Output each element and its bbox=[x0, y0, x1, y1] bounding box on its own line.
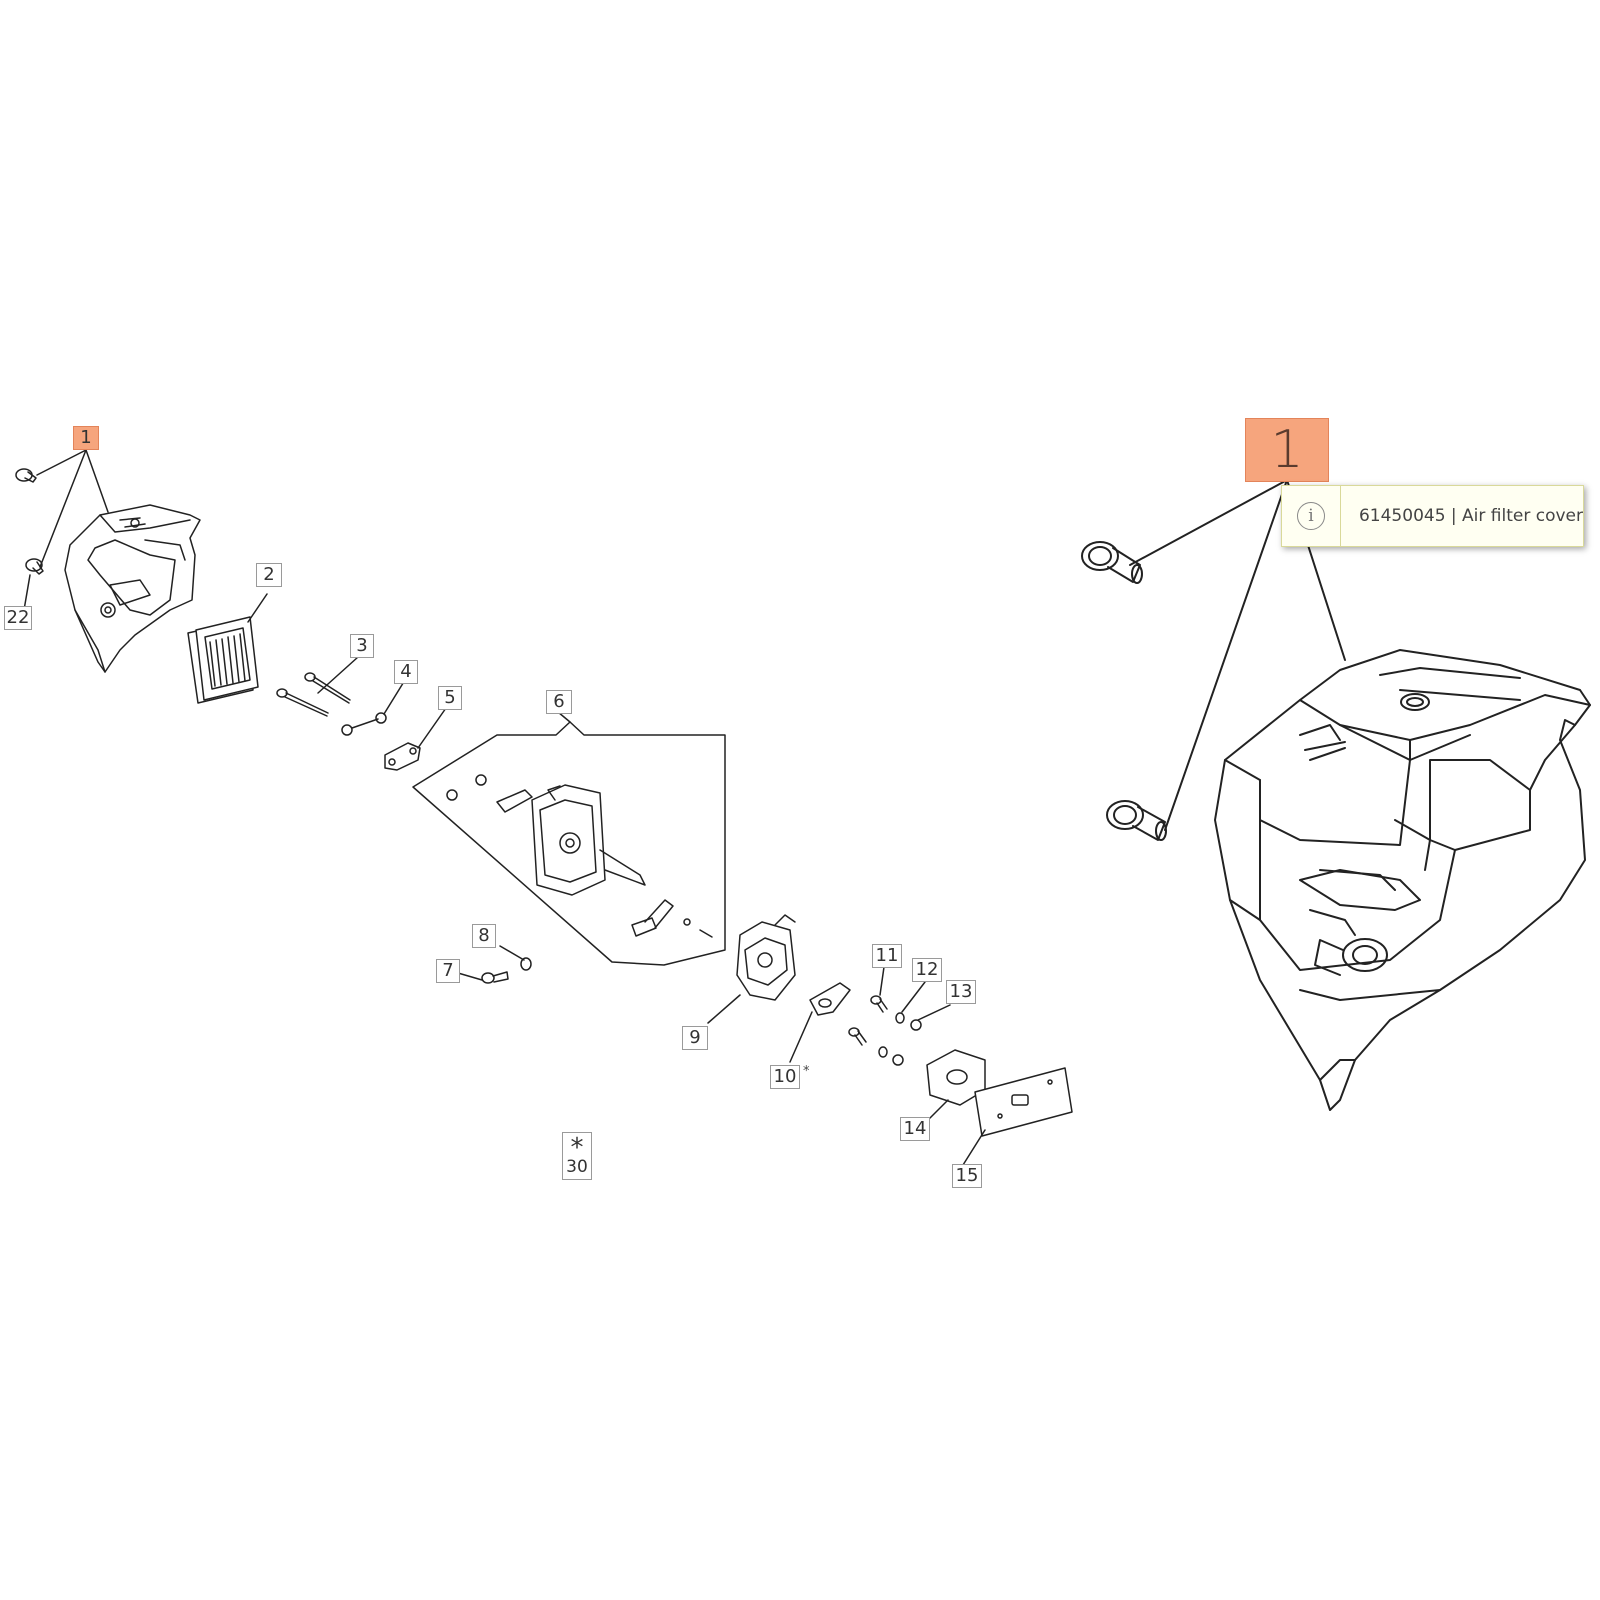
callout-6[interactable]: 6 bbox=[546, 690, 572, 714]
carburetor-housing[interactable] bbox=[531, 784, 646, 896]
screw-small-top[interactable] bbox=[15, 468, 37, 483]
callout-30[interactable]: * 30 bbox=[562, 1132, 592, 1180]
screw-large-bottom[interactable] bbox=[1106, 800, 1167, 841]
screw-large-top[interactable] bbox=[1081, 541, 1143, 584]
tooltip-icon-cell: i bbox=[1282, 486, 1341, 546]
callout-11[interactable]: 11 bbox=[872, 944, 902, 968]
footnote-marker-10: * bbox=[803, 1064, 810, 1079]
part-tooltip: i 61450045 | Air filter cover bbox=[1281, 485, 1584, 547]
air-filter-cover-small[interactable] bbox=[64, 504, 201, 673]
gasket-plate[interactable] bbox=[974, 1067, 1073, 1137]
callout-13[interactable]: 13 bbox=[946, 980, 976, 1004]
callout-4[interactable]: 4 bbox=[394, 660, 418, 684]
callout-3[interactable]: 3 bbox=[350, 634, 374, 658]
long-screws[interactable] bbox=[276, 672, 351, 717]
callout-10[interactable]: 10 bbox=[770, 1065, 800, 1089]
callout-5[interactable]: 5 bbox=[438, 686, 462, 710]
nuts[interactable] bbox=[341, 712, 387, 736]
callout-1[interactable]: 1 bbox=[73, 426, 99, 450]
screw-small-bottom[interactable] bbox=[25, 558, 44, 575]
bolt-7[interactable] bbox=[481, 971, 509, 984]
callout-2[interactable]: 2 bbox=[256, 563, 282, 587]
tooltip-text: 61450045 | Air filter cover bbox=[1358, 506, 1583, 526]
nuts-12[interactable] bbox=[878, 1012, 905, 1058]
bolts-11[interactable] bbox=[848, 995, 888, 1046]
bracket[interactable] bbox=[384, 742, 421, 771]
callout-8[interactable]: 8 bbox=[472, 924, 496, 948]
callout-15[interactable]: 15 bbox=[952, 1164, 982, 1188]
choke-lever[interactable] bbox=[631, 899, 674, 937]
callout-22[interactable]: 22 bbox=[4, 606, 32, 630]
info-icon[interactable]: i bbox=[1296, 502, 1325, 530]
callout-9[interactable]: 9 bbox=[682, 1026, 708, 1050]
callout-7[interactable]: 7 bbox=[436, 959, 460, 983]
carburetor[interactable] bbox=[736, 914, 796, 1001]
gasket[interactable] bbox=[809, 982, 851, 1016]
footnote-star-icon: * bbox=[570, 1132, 584, 1163]
air-filter[interactable] bbox=[187, 616, 259, 704]
callout-30-label: 30 bbox=[566, 1156, 588, 1177]
callout-12[interactable]: 12 bbox=[912, 958, 942, 982]
housing-link[interactable] bbox=[496, 789, 533, 813]
callout-14[interactable]: 14 bbox=[900, 1117, 930, 1141]
washers-13[interactable] bbox=[892, 1019, 922, 1066]
detail-callout-1[interactable]: 1 bbox=[1245, 418, 1329, 482]
washer-8[interactable] bbox=[520, 957, 532, 971]
air-filter-cover-large[interactable] bbox=[1214, 649, 1591, 1111]
